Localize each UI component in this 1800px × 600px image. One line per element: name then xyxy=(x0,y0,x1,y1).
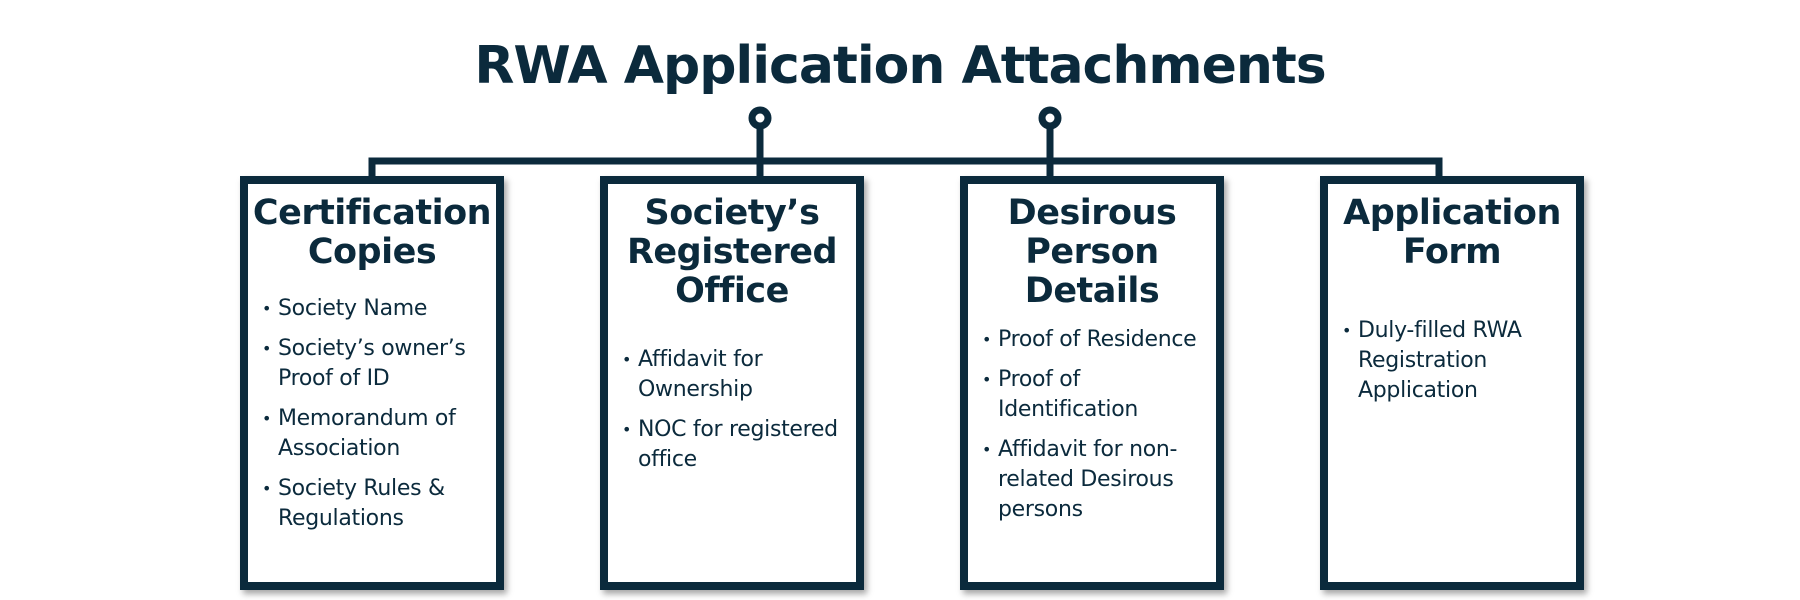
bullet-icon: • xyxy=(262,479,272,498)
card-application-form: Application Form • Duly-filled RWA Regist… xyxy=(1320,176,1584,590)
connector-bracket xyxy=(368,157,1443,176)
card-certification-copies: Certification Copies • Society Name • Soci… xyxy=(240,176,504,590)
bullet-icon: • xyxy=(262,299,272,318)
card-title: Society’s Registered Office xyxy=(626,193,838,311)
list-item-text: Society’s owner’s Proof of ID xyxy=(278,336,466,391)
bullet-icon: • xyxy=(982,330,992,349)
list-item: • Affidavit for non-related Desirous pers… xyxy=(978,435,1216,525)
bullet-icon: • xyxy=(262,409,272,428)
card-title: Certification Copies xyxy=(252,193,492,272)
list-item: • Proof of Identification xyxy=(978,365,1216,425)
bullet-icon: • xyxy=(622,420,632,439)
list-item: • Affidavit for Ownership xyxy=(618,345,856,405)
list-item-text: Proof of Identification xyxy=(998,367,1139,422)
list-item: • Society Name xyxy=(258,294,496,324)
list-item-text: Memorandum of Association xyxy=(278,406,456,461)
list-item-text: Society Name xyxy=(278,296,428,321)
card-list: • Society Name • Society’s owner’s Proof o… xyxy=(248,294,496,534)
connector-node-left xyxy=(748,106,772,130)
card-list: • Affidavit for Ownership • NOC for regist… xyxy=(608,345,856,475)
connector-node-right xyxy=(1038,106,1062,130)
list-item: • Society Rules & Regulations xyxy=(258,474,496,534)
card-registered-office: Society’s Registered Office • Affidavit f… xyxy=(600,176,864,590)
list-item: • NOC for registered office xyxy=(618,415,856,475)
bullet-icon: • xyxy=(982,440,992,459)
bullet-icon: • xyxy=(622,350,632,369)
list-item-text: NOC for registered office xyxy=(638,417,838,472)
card-list: • Duly-filled RWA Registration Applicatio… xyxy=(1328,316,1576,406)
card-desirous-person-details: Desirous Person Details • Proof of Reside… xyxy=(960,176,1224,590)
bullet-icon: • xyxy=(1342,321,1352,340)
list-item: • Duly-filled RWA Registration Applicatio… xyxy=(1338,316,1576,406)
list-item: • Proof of Residence xyxy=(978,325,1216,355)
card-title: Application Form xyxy=(1343,193,1561,272)
list-item-text: Affidavit for non-related Desirous perso… xyxy=(998,437,1178,522)
list-item-text: Society Rules & Regulations xyxy=(278,476,445,531)
list-item: • Society’s owner’s Proof of ID xyxy=(258,334,496,394)
list-item-text: Affidavit for Ownership xyxy=(638,347,763,402)
bullet-icon: • xyxy=(262,339,272,358)
list-item-text: Proof of Residence xyxy=(998,327,1197,352)
card-title: Desirous Person Details xyxy=(1007,193,1177,311)
bullet-icon: • xyxy=(982,370,992,389)
list-item-text: Duly-filled RWA Registration Application xyxy=(1358,318,1522,403)
page-title: RWA Application Attachments xyxy=(474,36,1326,96)
list-item: • Memorandum of Association xyxy=(258,404,496,464)
card-list: • Proof of Residence • Proof of Identifica… xyxy=(968,325,1216,525)
